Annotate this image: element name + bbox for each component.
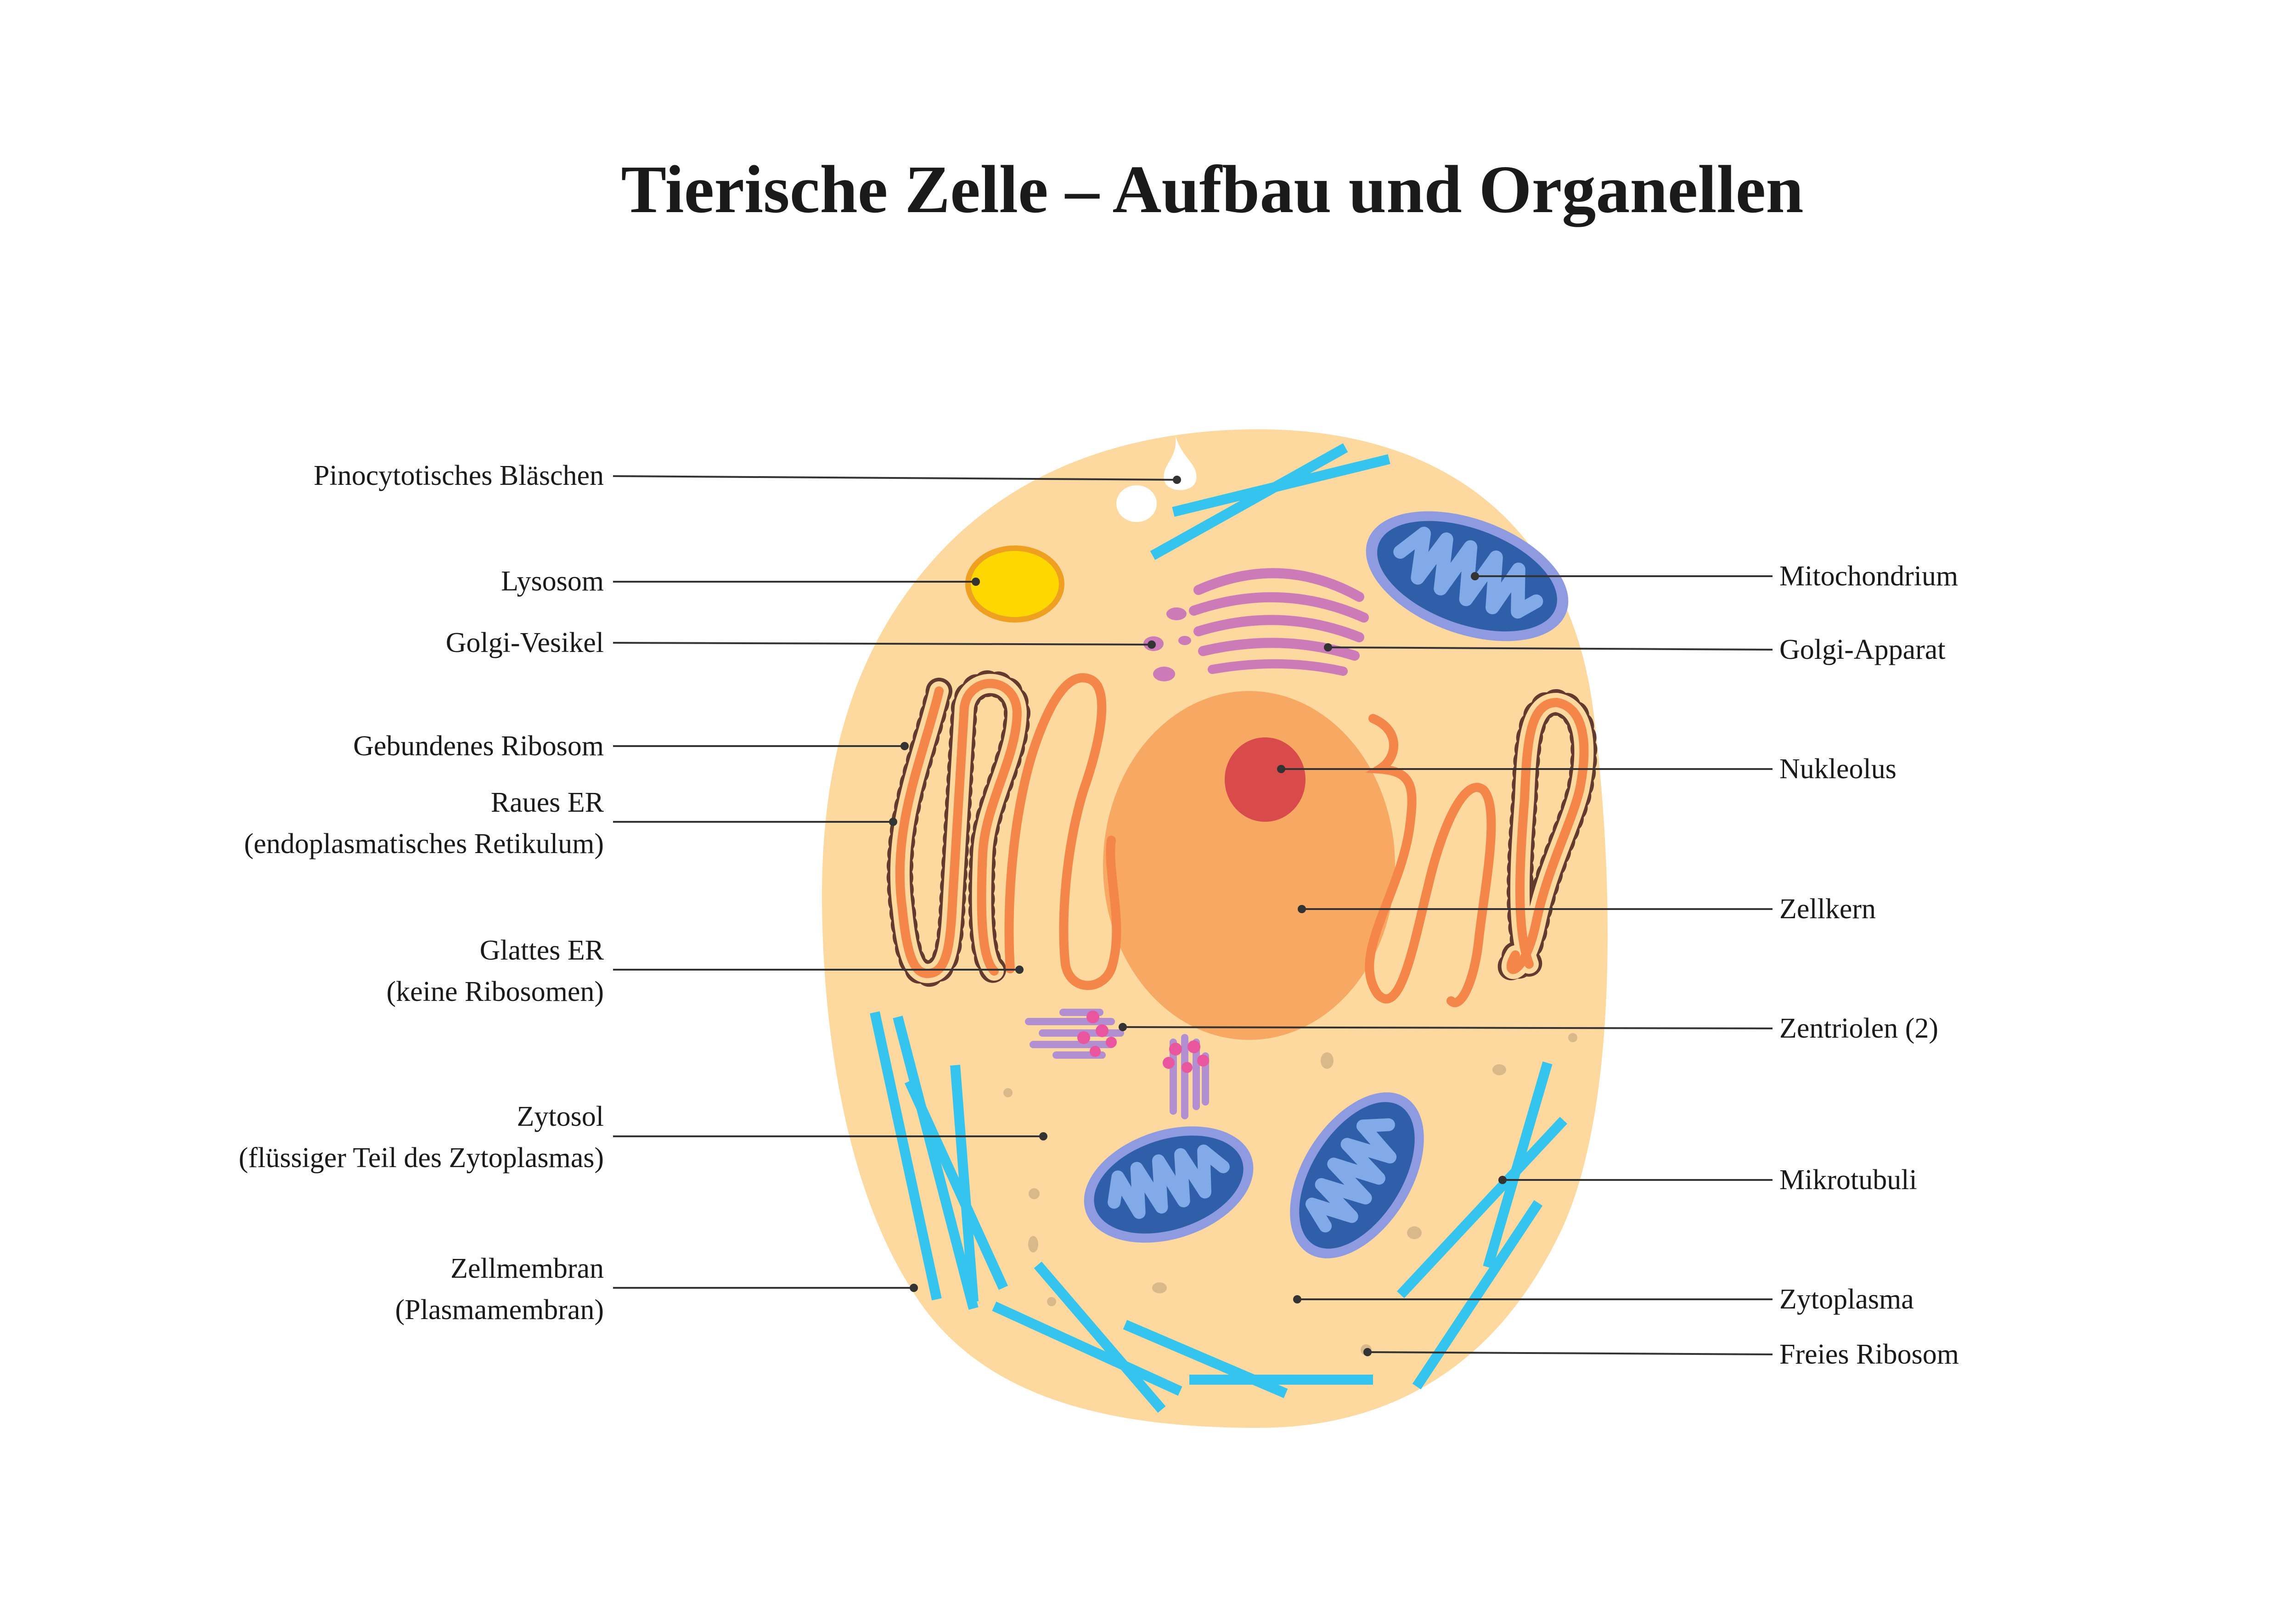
label-smooth-er-sub: (keine Ribosomen) xyxy=(386,976,604,1007)
label-bound-ribosome: Gebundenes Ribosom xyxy=(353,730,604,762)
rough-er-left xyxy=(886,670,1030,987)
label-cell-membrane: Zellmembran xyxy=(450,1253,604,1284)
mitochondrion-bottom-left xyxy=(1084,1126,1254,1243)
smooth-er-right xyxy=(1365,714,1496,1007)
label-pinocytotic-vesicle: Pinocytotisches Bläschen xyxy=(314,460,604,491)
label-mitochondrion: Mitochondrium xyxy=(1779,561,1958,592)
label-rough-er-sub: (endoplasmatisches Retikulum) xyxy=(244,828,604,859)
smooth-er xyxy=(1004,673,1121,990)
labels-left: Pinocytotisches Bläschen Lysosom Golgi-V… xyxy=(239,460,604,1325)
rough-er-right xyxy=(1497,689,1598,983)
nucleolus xyxy=(1225,737,1306,822)
label-nucleus: Zellkern xyxy=(1779,893,1876,925)
label-microtubules: Mikrotubuli xyxy=(1779,1164,1917,1196)
pinocytotic-vesicle xyxy=(1164,436,1197,490)
label-cell-membrane-sub: (Plasmamembran) xyxy=(395,1294,604,1325)
label-free-ribosome: Freies Ribosom xyxy=(1779,1339,1959,1370)
microtubules xyxy=(870,443,1568,1413)
nucleus xyxy=(1103,691,1395,1040)
cell xyxy=(822,429,1608,1428)
centriole-1 xyxy=(1025,1009,1124,1059)
label-lysosome: Lysosom xyxy=(501,566,604,597)
centriole-2 xyxy=(1163,1034,1209,1119)
free-ribosomes xyxy=(1003,1033,1577,1355)
golgi-apparatus xyxy=(1189,568,1369,676)
label-cytosol-sub: (flüssiger Teil des Zytoplasmas) xyxy=(239,1142,604,1174)
labels-right: Mitochondrium Golgi-Apparat Nukleolus Ze… xyxy=(1779,561,1959,1370)
label-rough-er: Raues ER xyxy=(491,787,604,818)
diagram-title: Tierische Zelle – Aufbau und Organellen xyxy=(621,152,1803,227)
lysosome xyxy=(965,545,1064,623)
label-cytosol: Zytosol xyxy=(517,1101,604,1132)
pinocytotic-vesicle-2 xyxy=(1116,485,1157,522)
mitochondrion-bottom-right xyxy=(1290,1092,1424,1258)
label-golgi-vesicle: Golgi-Vesikel xyxy=(446,627,604,658)
label-cytoplasm: Zytoplasma xyxy=(1779,1284,1914,1315)
label-golgi-apparatus: Golgi-Apparat xyxy=(1779,634,1946,665)
label-nucleolus: Nukleolus xyxy=(1779,753,1896,785)
mitochondrion-top xyxy=(1366,511,1569,641)
label-centrioles: Zentriolen (2) xyxy=(1779,1013,1938,1044)
label-smooth-er: Glattes ER xyxy=(480,935,604,966)
leader-lines xyxy=(613,475,1773,1356)
